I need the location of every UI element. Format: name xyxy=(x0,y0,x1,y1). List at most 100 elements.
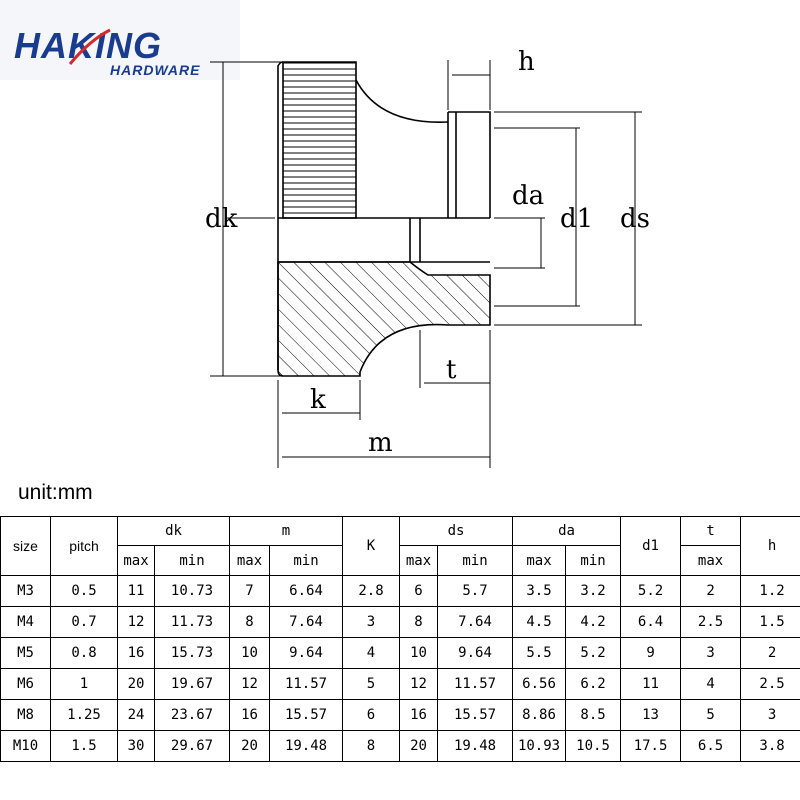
header-size: size xyxy=(0,516,51,576)
table-cell: 9.64 xyxy=(269,637,344,669)
subheader-max: max xyxy=(399,545,439,576)
table-cell: 2 xyxy=(680,575,742,607)
table-cell: 9 xyxy=(620,637,682,669)
table-cell: 3.8 xyxy=(740,730,800,762)
table-cell: 10.73 xyxy=(153,575,231,607)
table-cell: M3 xyxy=(0,575,51,607)
table-cell: 3 xyxy=(342,606,401,638)
brand-sub: HARDWARE xyxy=(110,62,200,78)
label-h: h xyxy=(518,47,535,77)
table-cell: 6.4 xyxy=(620,606,682,638)
table-cell: 12 xyxy=(399,668,439,700)
table-cell: 12 xyxy=(117,606,155,638)
subheader-min: min xyxy=(565,545,622,576)
table-cell: 11 xyxy=(620,668,682,700)
table-cell: 6.64 xyxy=(269,575,344,607)
label-ds: ds xyxy=(620,204,650,234)
header-k: K xyxy=(342,516,401,576)
table-cell: 10 xyxy=(399,637,439,669)
header-da: da xyxy=(512,516,622,546)
table-cell: 29.67 xyxy=(153,730,231,762)
header-dk: dk xyxy=(116,516,231,546)
table-cell: 19.48 xyxy=(437,730,514,762)
unit-label: unit:mm xyxy=(18,481,93,504)
table-cell: 7 xyxy=(229,575,271,607)
table-cell: 13 xyxy=(620,699,682,731)
table-cell: 15.57 xyxy=(269,699,344,731)
table-cell: 6.5 xyxy=(680,730,742,762)
label-k: k xyxy=(310,385,326,415)
table-cell: 3 xyxy=(740,699,800,731)
table-cell: 5.7 xyxy=(437,575,514,607)
table-cell: 1.25 xyxy=(50,699,118,731)
table-cell: 19.67 xyxy=(153,668,231,700)
table-cell: 11.57 xyxy=(437,668,514,700)
table-cell: 1 xyxy=(50,668,118,700)
subheader-max: max xyxy=(512,545,567,576)
table-cell: 0.7 xyxy=(50,606,118,638)
subheader-min: min xyxy=(437,545,514,576)
table-cell: 10 xyxy=(229,637,271,669)
table-cell: 15.73 xyxy=(153,637,231,669)
table-cell: 5 xyxy=(680,699,742,731)
table-cell: 4.5 xyxy=(512,606,567,638)
table-cell: 10.93 xyxy=(512,730,567,762)
table-cell: 15.57 xyxy=(437,699,514,731)
header-t: t xyxy=(680,516,742,546)
table-cell: 8 xyxy=(399,606,439,638)
table-cell: 30 xyxy=(117,730,155,762)
table-cell: 20 xyxy=(117,668,155,700)
table-cell: 2.8 xyxy=(342,575,401,607)
table-cell: 12 xyxy=(229,668,271,700)
table-cell: 3 xyxy=(680,637,742,669)
table-cell: 5 xyxy=(342,668,401,700)
table-cell: M10 xyxy=(0,730,51,762)
table-cell: 4 xyxy=(680,668,742,700)
table-cell: 3.2 xyxy=(565,575,622,607)
table-cell: 20 xyxy=(399,730,439,762)
table-cell: 11.57 xyxy=(269,668,344,700)
table-cell: 9.64 xyxy=(437,637,514,669)
table-cell: 1.5 xyxy=(50,730,118,762)
subheader-min: min xyxy=(153,545,231,576)
table-cell: 8.86 xyxy=(512,699,567,731)
table-cell: 23.67 xyxy=(153,699,231,731)
table-cell: M6 xyxy=(0,668,51,700)
label-t: t xyxy=(446,355,457,385)
header-d1: d1 xyxy=(620,516,682,576)
table-cell: 11 xyxy=(117,575,155,607)
header-m: m xyxy=(229,516,344,546)
table-cell: 7.64 xyxy=(269,606,344,638)
table-cell: 17.5 xyxy=(620,730,682,762)
label-d1: d1 xyxy=(560,204,593,234)
subheader-max: max xyxy=(229,545,271,576)
subheader-min: min xyxy=(269,545,344,576)
label-m: m xyxy=(368,428,393,458)
hatched-section xyxy=(277,261,491,377)
header-ds: ds xyxy=(399,516,514,546)
table-cell: 5.2 xyxy=(565,637,622,669)
table-cell: 2 xyxy=(740,637,800,669)
table-cell: 8.5 xyxy=(565,699,622,731)
table-cell: 4 xyxy=(342,637,401,669)
table-cell: 16 xyxy=(117,637,155,669)
table-cell: 8 xyxy=(342,730,401,762)
table-cell: 16 xyxy=(399,699,439,731)
table-cell: M8 xyxy=(0,699,51,731)
table-cell: 11.73 xyxy=(153,606,231,638)
subheader-max: max xyxy=(680,545,742,576)
brand-swoosh-icon xyxy=(68,28,111,65)
header-h: h xyxy=(740,516,800,576)
table-cell: M5 xyxy=(0,637,51,669)
table-cell: 6 xyxy=(399,575,439,607)
table-cell: 4.2 xyxy=(565,606,622,638)
table-cell: 2.5 xyxy=(740,668,800,700)
knurled-nut-drawing: h dk da d1 ds t k m xyxy=(205,47,650,468)
label-dk: dk xyxy=(205,204,238,234)
